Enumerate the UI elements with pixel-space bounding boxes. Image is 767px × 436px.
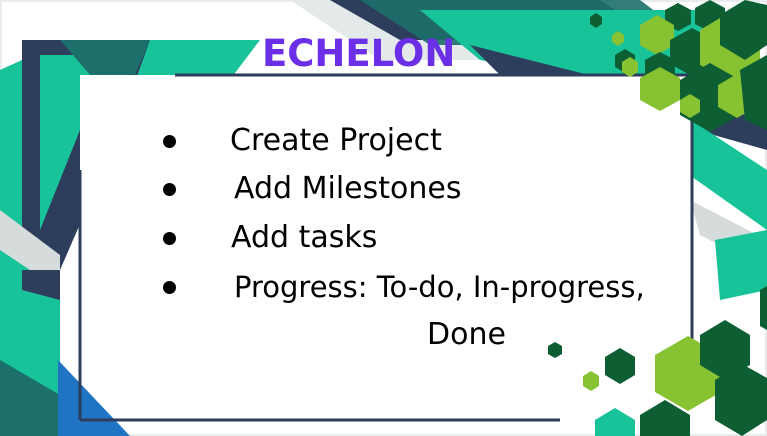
bullet-item-add-milestones: Add Milestones (0, 165, 767, 213)
bullet-item-create-project: Create Project (0, 117, 767, 165)
bullet-text: Add Milestones (234, 171, 462, 206)
bullet-dot (163, 183, 176, 196)
bullet-dot (163, 232, 176, 245)
slide-title: ECHELON (262, 32, 456, 75)
hexagons-top-right (590, 0, 767, 132)
bullet-dot (163, 281, 176, 294)
bullet-text: Progress: To-do, In-progress, (234, 270, 645, 304)
bullet-dot (163, 135, 176, 148)
bullet-item-add-tasks: Add tasks (0, 214, 767, 262)
content-panel (80, 75, 692, 420)
hexagons-bottom-right (548, 286, 767, 436)
bullet-item-progress: Progress: To-do, In-progress, Done (0, 263, 767, 352)
bullet-continuation: Done (427, 317, 506, 352)
bullet-text: Add tasks (231, 220, 378, 255)
bullet-text: Create Project (230, 123, 442, 158)
right-stripe (715, 230, 767, 300)
